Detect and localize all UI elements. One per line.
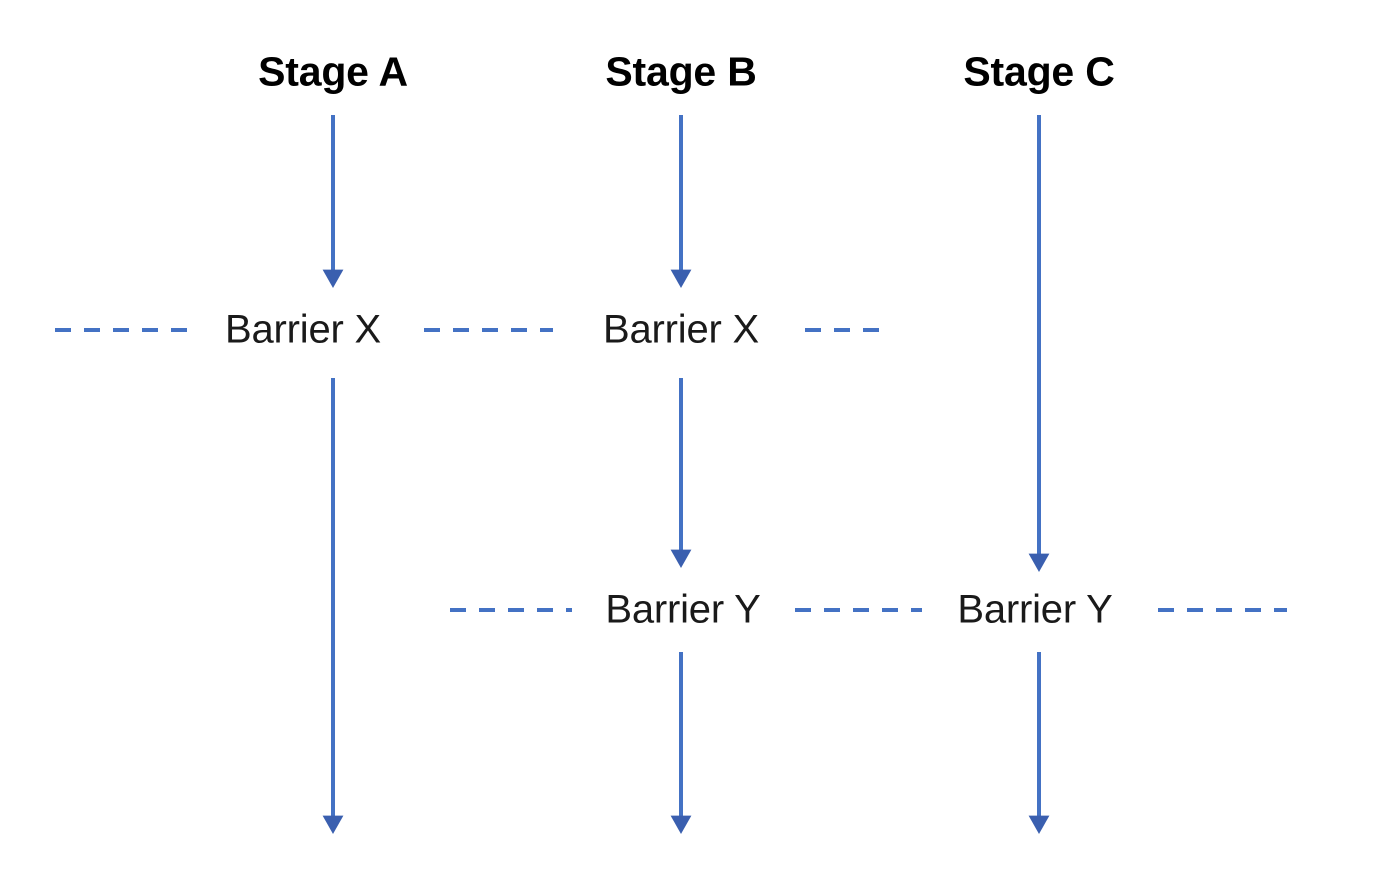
stage-header-c: Stage C xyxy=(963,48,1115,95)
stage-header-a: Stage A xyxy=(258,48,408,95)
stage-header-b: Stage B xyxy=(605,48,757,95)
barrier-node-y-stage-c: Barrier Y xyxy=(951,587,1119,633)
barrier-node-x-stage-b: Barrier X xyxy=(596,307,766,353)
barrier-node-y-stage-b: Barrier Y xyxy=(599,587,767,633)
barrier-node-x-stage-a: Barrier X xyxy=(218,307,388,353)
